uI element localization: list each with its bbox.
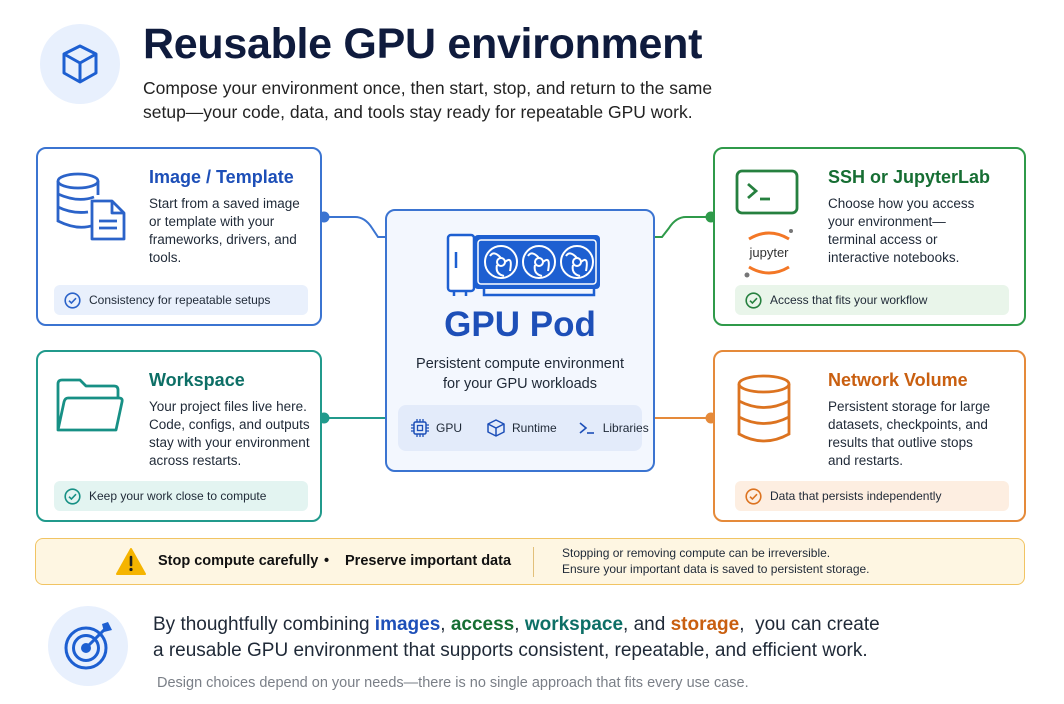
terminal-prompt-icon bbox=[579, 422, 594, 434]
card-benefit-pill: Access that fits your workflow bbox=[735, 285, 1009, 315]
chip-label: Libraries bbox=[602, 421, 649, 435]
jupyter-logo: jupyter bbox=[744, 229, 793, 278]
card-title: Image / Template bbox=[149, 167, 294, 187]
check-circle-icon bbox=[64, 291, 81, 309]
keyword-access: access bbox=[450, 614, 515, 635]
keyword-storage: storage bbox=[670, 614, 740, 635]
card-title: Network Volume bbox=[828, 370, 968, 390]
warning-label-preserve: Preserve important data bbox=[345, 553, 512, 569]
terminal-icon bbox=[735, 169, 799, 215]
footer-summary-line2: a reusable GPU environment that supports… bbox=[153, 640, 868, 661]
card-benefit-text: Data that persists independently bbox=[770, 489, 942, 503]
database-document-icon bbox=[56, 172, 126, 241]
card-benefit-text: Access that fits your workflow bbox=[770, 293, 928, 307]
card-image-template: Image / Template Start from a saved imag… bbox=[36, 147, 322, 326]
warning-detail-line2: Ensure your important data is saved to p… bbox=[562, 562, 870, 576]
keyword-workspace: workspace bbox=[524, 614, 624, 635]
card-title: Workspace bbox=[149, 370, 245, 390]
chip-label: GPU bbox=[436, 421, 463, 435]
chip-icon bbox=[411, 419, 429, 437]
warning-triangle-icon bbox=[116, 548, 146, 575]
chip-gpu: GPU bbox=[410, 418, 462, 438]
database-icon bbox=[737, 374, 791, 443]
keyword-images: images bbox=[374, 614, 441, 635]
footer-summary-line1: By thoughtfully combining images, access… bbox=[153, 614, 880, 635]
header-icon-badge bbox=[40, 24, 120, 104]
warning-details: Stopping or removing compute can be irre… bbox=[562, 545, 870, 577]
card-description: Your project files live here. Code, conf… bbox=[149, 399, 310, 468]
jupyter-logo-text: jupyter bbox=[748, 245, 789, 260]
card-workspace: Workspace Your project files live here. … bbox=[36, 350, 322, 522]
warning-separator: • bbox=[324, 553, 330, 569]
cube-icon bbox=[62, 44, 98, 84]
card-benefit-pill: Consistency for repeatable setups bbox=[54, 285, 308, 315]
card-network-volume: Network Volume Persistent storage for la… bbox=[713, 350, 1026, 522]
gpu-pod-title: GPU Pod bbox=[444, 305, 596, 344]
card-description: Start from a saved image or template wit… bbox=[149, 196, 300, 265]
card-description: Choose how you access your environment—t… bbox=[828, 196, 975, 265]
connector-image bbox=[322, 216, 385, 238]
gpu-pod-components: GPU Runtime Libraries bbox=[398, 405, 649, 451]
warning-divider bbox=[533, 547, 534, 577]
card-benefit-pill: Keep your work close to compute bbox=[54, 481, 308, 511]
check-circle-icon bbox=[64, 487, 81, 505]
folder-icon bbox=[56, 378, 124, 432]
warning-label-stop: Stop compute carefully bbox=[158, 553, 319, 569]
gpu-pod-description-line1: Persistent compute environment bbox=[416, 356, 624, 372]
page-title: Reusable GPU environment bbox=[143, 20, 703, 68]
gpu-pod-description-line2: for your GPU workloads bbox=[443, 376, 597, 392]
card-benefit-text: Consistency for repeatable setups bbox=[89, 293, 271, 307]
warning-detail-line1: Stopping or removing compute can be irre… bbox=[562, 546, 831, 560]
card-title: SSH or JupyterLab bbox=[828, 167, 991, 187]
card-benefit-pill: Data that persists independently bbox=[735, 481, 1009, 511]
warning-banner bbox=[35, 538, 1025, 585]
page-subtitle: Compose your environment once, then star… bbox=[143, 78, 713, 122]
target-icon bbox=[64, 622, 112, 670]
chip-runtime: Runtime bbox=[486, 418, 557, 438]
footer-note: Design choices depend on your needs—ther… bbox=[157, 675, 749, 691]
card-ssh-jupyterlab: jupyter SSH or JupyterLab Choose how you… bbox=[713, 147, 1026, 326]
card-benefit-text: Keep your work close to compute bbox=[89, 489, 267, 503]
check-circle-icon bbox=[745, 487, 762, 505]
chip-label: Runtime bbox=[512, 421, 557, 435]
gpu-card-icon bbox=[446, 233, 600, 297]
footer-icon-badge bbox=[48, 606, 128, 686]
card-description: Persistent storage for large datasets, c… bbox=[828, 399, 991, 468]
check-circle-icon bbox=[745, 291, 762, 309]
cube-icon bbox=[487, 419, 505, 437]
chip-libraries: Libraries bbox=[577, 418, 649, 438]
connector-access bbox=[655, 216, 713, 238]
